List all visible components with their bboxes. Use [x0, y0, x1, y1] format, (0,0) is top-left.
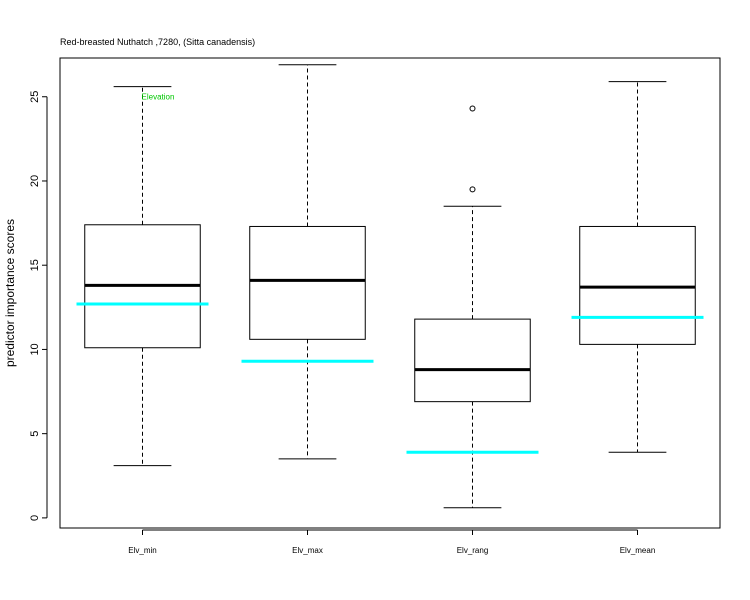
x-tick-label: Elv_rang	[457, 546, 489, 555]
x-tick-label: Elv_min	[128, 546, 156, 555]
boxes	[76, 64, 704, 509]
outlier-point	[469, 105, 476, 112]
box-group	[241, 64, 374, 460]
y-tick-label: 5	[29, 431, 41, 437]
y-tick-label: 20	[29, 175, 41, 187]
box	[249, 225, 366, 340]
x-tick-label: Elv_max	[292, 546, 323, 555]
box	[414, 318, 531, 403]
annotation-label: Elevation	[142, 93, 175, 102]
y-tick-label: 10	[29, 343, 41, 355]
x-tick-label: Elv_mean	[620, 546, 656, 555]
outlier-point	[469, 186, 476, 193]
box-group	[571, 81, 704, 453]
plot-frame	[59, 57, 721, 529]
chart-title: Red-breasted Nuthatch ,7280, (Sitta cana…	[60, 37, 255, 47]
box-group	[406, 105, 539, 509]
y-axis: 0 5 10 15 20 25	[29, 91, 48, 521]
y-tick-label: 25	[29, 91, 41, 103]
y-tick-label: 0	[29, 515, 41, 521]
box-group	[76, 86, 209, 467]
y-tick-label: 15	[29, 259, 41, 271]
x-labels: Elv_min Elv_max Elv_rang Elv_mean	[128, 529, 656, 555]
box	[579, 225, 696, 345]
y-axis-label: predictor importance scores	[3, 219, 17, 367]
